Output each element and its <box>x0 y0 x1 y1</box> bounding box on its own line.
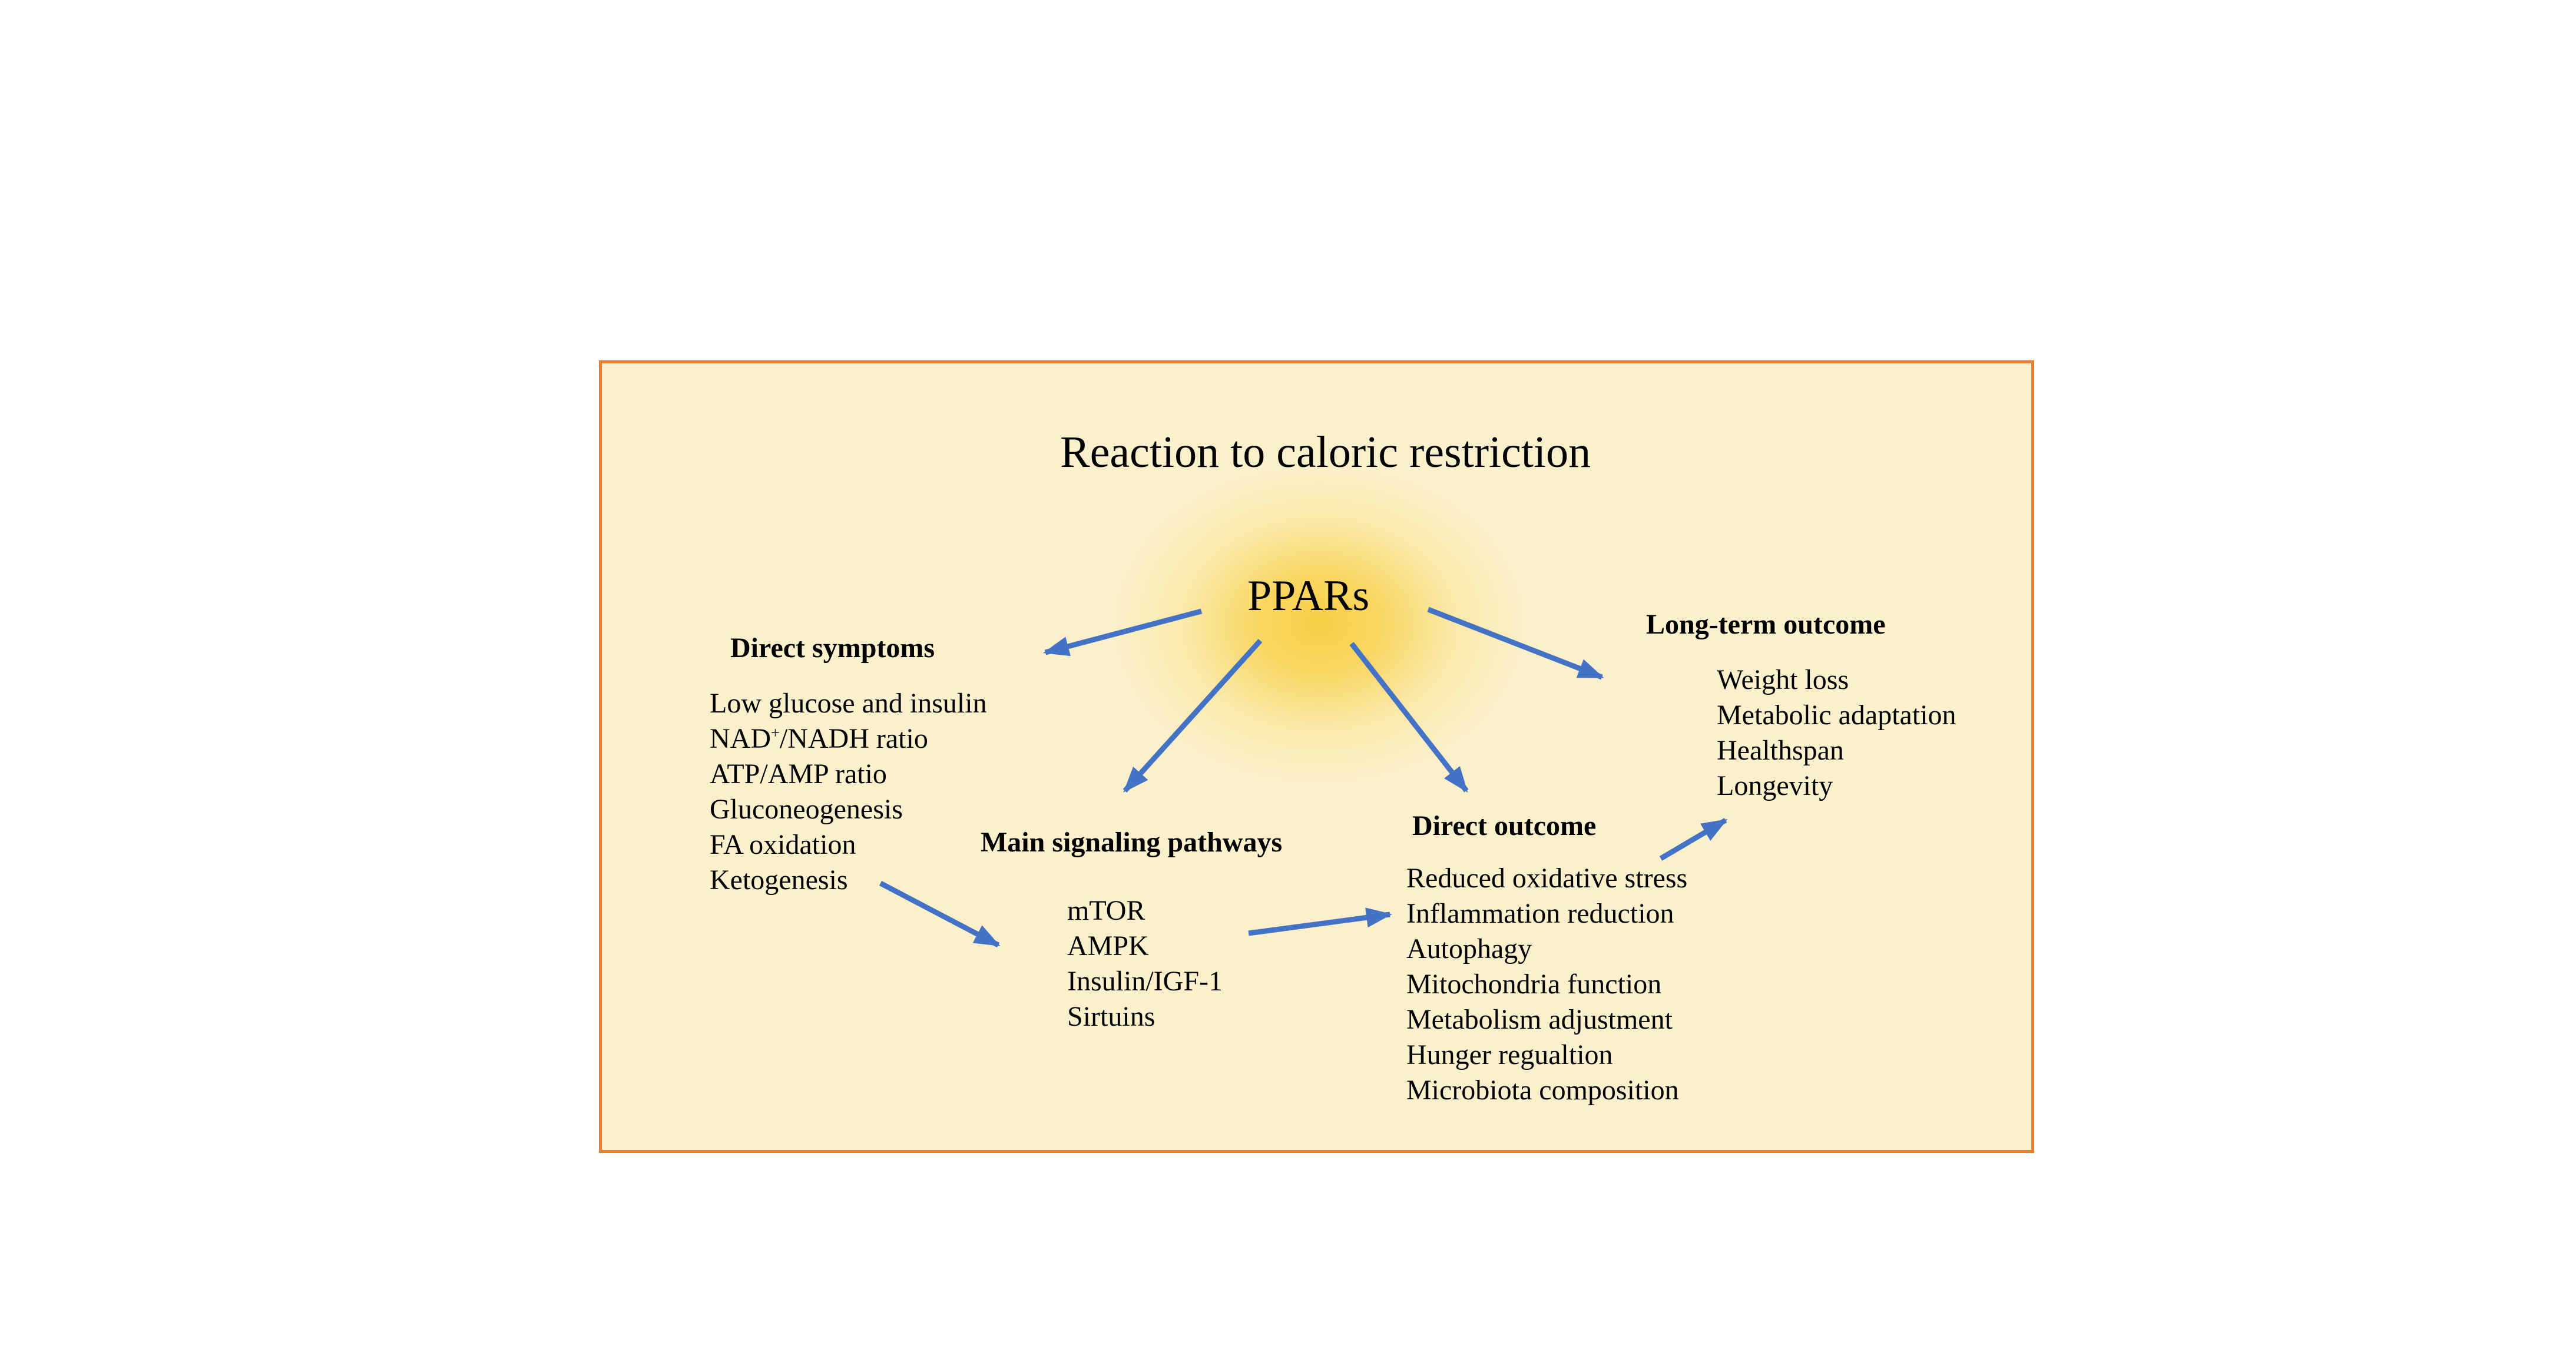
direct-symptoms-list: Low glucose and insulin NAD+/NADH ratio … <box>710 686 987 898</box>
list-item: FA oxidation <box>710 829 856 860</box>
list-item: Autophagy <box>1406 933 1532 964</box>
arrow-ppars-to-long-term <box>1427 606 1604 680</box>
list-item: Weight loss <box>1717 664 1849 695</box>
direct-outcome-list: Reduced oxidative stress Inflammation re… <box>1406 861 1687 1108</box>
arrow-ppars-to-direct-symptoms <box>1043 608 1203 657</box>
arrow-ppars-to-direct-outcome <box>1349 642 1469 793</box>
list-item: NAD+/NADH ratio <box>710 721 987 757</box>
list-item: Insulin/IGF-1 <box>1067 966 1223 997</box>
arrow-direct-outcome-to-long-term <box>1659 818 1728 861</box>
list-item: Mitochondria function <box>1406 969 1662 1000</box>
long-term-outcome-list: Weight loss Metabolic adaptation Healths… <box>1717 662 1956 804</box>
list-item: AMPK <box>1067 930 1149 962</box>
arrow-signaling-to-direct-outcome <box>1248 907 1392 936</box>
list-item: Metabolism adjustment <box>1406 1004 1673 1035</box>
list-item: Reduced oxidative stress <box>1406 863 1688 894</box>
list-item: Gluconeogenesis <box>710 794 903 825</box>
direct-symptoms-heading: Direct symptoms <box>730 632 935 664</box>
nadh-ratio-text: /NADH ratio <box>779 723 928 754</box>
list-item: Longevity <box>1717 770 1833 801</box>
nad-text: NAD <box>710 723 771 754</box>
main-signaling-heading: Main signaling pathways <box>981 827 1283 858</box>
diagram-title: Reaction to caloric restriction <box>1060 427 1591 477</box>
list-item: Inflammation reduction <box>1406 898 1674 929</box>
list-item: ATP/AMP ratio <box>710 758 887 790</box>
list-item: mTOR <box>1067 895 1145 926</box>
superscript-plus: + <box>771 724 780 741</box>
ppars-label: PPARs <box>1247 572 1370 620</box>
list-item: Hunger regualtion <box>1406 1039 1613 1070</box>
list-item: Ketogenesis <box>710 864 848 896</box>
direct-outcome-heading: Direct outcome <box>1412 810 1597 841</box>
list-item: Microbiota composition <box>1406 1075 1679 1106</box>
list-item: Metabolic adaptation <box>1717 700 1956 731</box>
arrow-ppars-to-signaling <box>1123 638 1263 793</box>
main-signaling-list: mTOR AMPK Insulin/IGF-1 Sirtuins <box>1067 893 1223 1035</box>
arrow-symptoms-to-signaling <box>879 881 1001 947</box>
list-item: Sirtuins <box>1067 1001 1155 1032</box>
list-item: Healthspan <box>1717 735 1844 766</box>
long-term-outcome-heading: Long-term outcome <box>1646 609 1886 640</box>
list-item: Low glucose and insulin <box>710 688 987 719</box>
